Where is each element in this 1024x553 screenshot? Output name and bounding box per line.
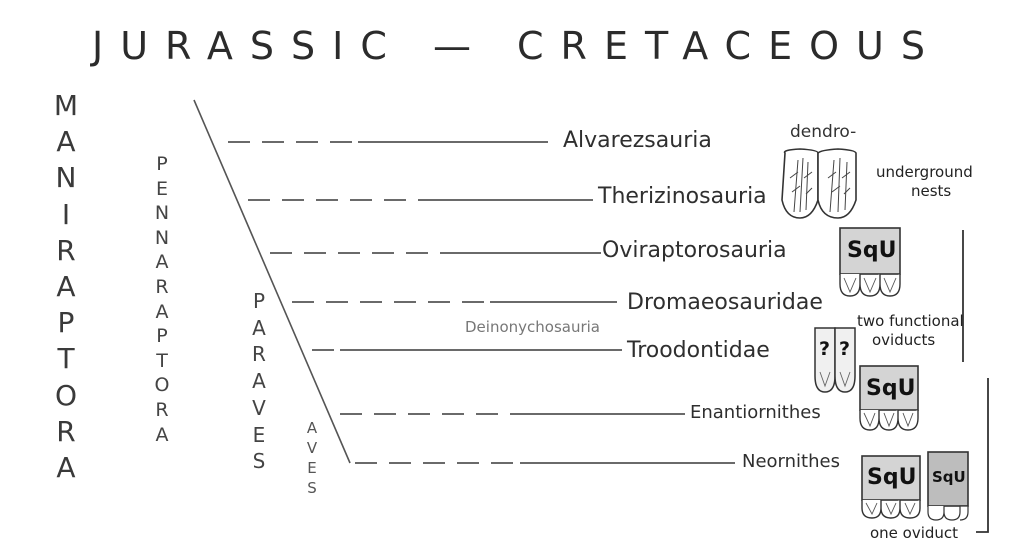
cladogram-stem	[193, 99, 351, 464]
maniraptora-letter: P	[57, 306, 75, 340]
pennaraptora-letter: T	[156, 349, 168, 372]
egg-pair-neornithes-large	[861, 455, 921, 519]
aves-letter: S	[307, 479, 317, 497]
egg-pair-enantiornithes	[859, 365, 919, 431]
pennaraptora-letter: A	[155, 251, 169, 274]
taxon-dromaeosauridae: Dromaeosauridae	[627, 290, 823, 315]
egg-label-troodontidae-left: ?	[819, 338, 831, 360]
egg-pair-therizinosauria	[781, 148, 857, 219]
paraves-letter: A	[252, 315, 266, 340]
taxon-oviraptorosauria: Oviraptorosauria	[602, 238, 787, 263]
taxon-therizinosauria: Therizinosauria	[598, 184, 767, 209]
annotation-nests: nests	[911, 182, 952, 200]
taxon-enantiornithes: Enantiornithes	[690, 402, 821, 423]
aves-letter: A	[306, 419, 318, 437]
taxon-troodontidae: Troodontidae	[627, 338, 770, 363]
taxon-alvarezsauria: Alvarezsauria	[563, 128, 712, 153]
annotation-two-functional: two functional	[857, 312, 964, 330]
maniraptora-letter: T	[57, 342, 75, 376]
paraves-letter: R	[252, 342, 266, 367]
pennaraptora-letter: R	[155, 275, 169, 298]
paraves-letter: A	[252, 369, 266, 394]
egg-label-neornithes-large: SqU	[867, 465, 917, 490]
annotation-oviducts: oviducts	[872, 331, 936, 349]
paraves-letter: S	[252, 449, 266, 474]
maniraptora-letter: R	[56, 414, 76, 448]
maniraptora-letter: A	[56, 125, 76, 159]
pennaraptora-letter: O	[154, 374, 170, 397]
annotation-underground: underground	[876, 163, 973, 181]
maniraptora-letter: N	[55, 161, 77, 195]
pennaraptora-letter: P	[156, 325, 168, 348]
annotation-dendro: dendro-	[790, 122, 857, 142]
egg-neornithes-small	[927, 451, 969, 521]
annotation-one-oviduct: one oviduct	[870, 524, 959, 542]
egg-pair-troodontidae	[814, 327, 856, 393]
paraves-letter: P	[252, 289, 266, 313]
pennaraptora-letter: A	[155, 423, 169, 446]
maniraptora-letter: I	[61, 197, 71, 231]
group-label-deinonychosauria: Deinonychosauria	[465, 318, 600, 336]
maniraptora-letter: R	[56, 233, 76, 267]
pennaraptora-letter: N	[154, 226, 170, 249]
pennaraptora-letter: A	[155, 300, 169, 323]
egg-label-troodontidae-right: ?	[839, 338, 851, 360]
egg-pair-oviraptorosauria	[839, 227, 901, 297]
pennaraptora-letter: E	[155, 177, 168, 200]
pennaraptora-letter: R	[155, 398, 169, 421]
bracket-one-oviduct	[976, 378, 989, 533]
pennaraptora-letter: P	[156, 153, 168, 175]
egg-label-oviraptorosauria: SqU	[847, 238, 897, 263]
aves-letter: V	[306, 439, 318, 457]
maniraptora-letter: A	[56, 270, 76, 304]
egg-label-neornithes-small: SqU	[932, 468, 966, 486]
maniraptora-letter: A	[56, 451, 76, 485]
maniraptora-letter: O	[54, 378, 78, 412]
maniraptora-letter: M	[53, 89, 79, 122]
period-title: JURASSIC — CRETACEOUS	[92, 24, 942, 68]
taxon-neornithes: Neornithes	[742, 451, 840, 472]
paraves-letter: E	[252, 422, 266, 447]
paraves-letter: V	[252, 395, 266, 420]
pennaraptora-letter: N	[154, 202, 170, 225]
egg-label-enantiornithes: SqU	[866, 376, 916, 401]
aves-letter: E	[307, 459, 317, 477]
